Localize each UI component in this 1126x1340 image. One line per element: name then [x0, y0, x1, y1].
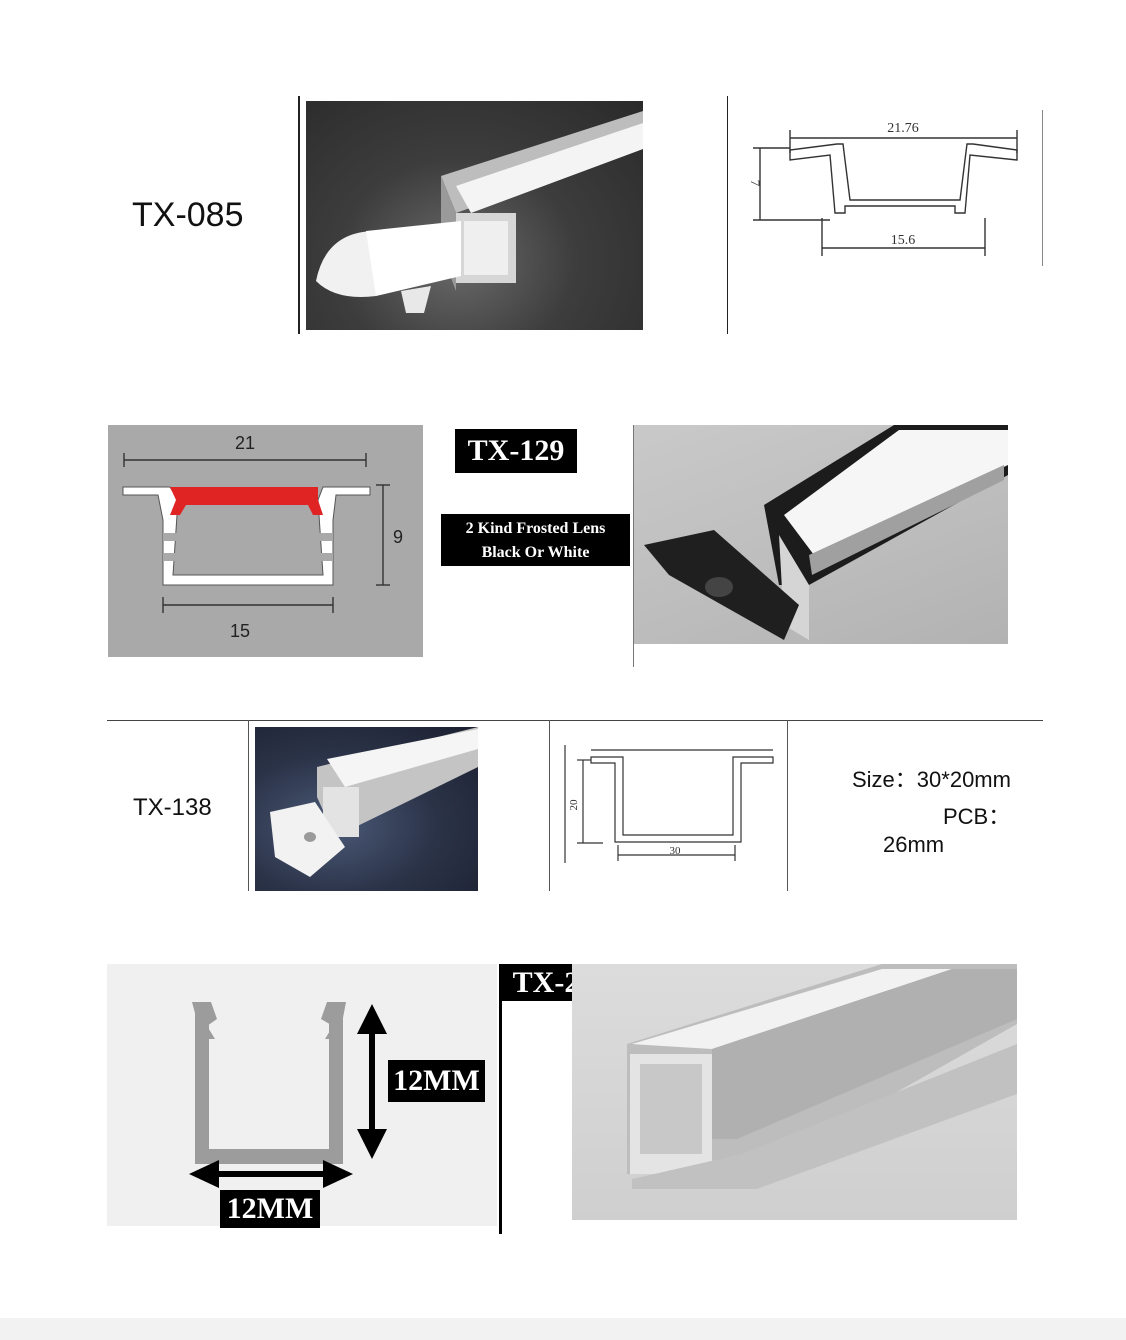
dim-width-top: 21 [235, 433, 255, 453]
dim-height: 20 [568, 799, 580, 811]
dim-height: 7 [748, 180, 763, 187]
lens-note-line-2: Black Or White [481, 544, 590, 561]
row-top-border [107, 720, 1043, 721]
spec-size: Size：30*20mm [852, 767, 1011, 792]
divider [633, 425, 634, 667]
page-footer-band [0, 1318, 1126, 1340]
product-photo-tx238 [572, 964, 1017, 1220]
dim-width-top: 21.76 [887, 121, 919, 136]
lens-note-line-1: 2 Kind Frosted Lens [465, 520, 606, 537]
drawing-tx129: 21 15 9 [108, 425, 423, 657]
divider [298, 96, 300, 334]
divider [549, 720, 550, 891]
drawing-tx085: 21.76 15.6 7 [748, 121, 1018, 256]
spec-pcb-value: 26mm [883, 832, 945, 857]
divider [1042, 110, 1043, 266]
dim-height: 9 [393, 527, 403, 547]
model-label-tx129: TX-129 [455, 429, 577, 473]
product-photo-tx138 [255, 727, 478, 891]
dim-height-label: 12MM [388, 1060, 485, 1102]
dim-width-bottom: 15.6 [891, 233, 916, 248]
divider [248, 720, 249, 891]
spec-pcb-label: PCB： [943, 804, 1011, 829]
divider [499, 964, 502, 1234]
product-photo-tx129 [634, 425, 1008, 644]
dim-width-bottom: 30 [670, 845, 682, 857]
model-label-tx138: TX-138 [133, 794, 212, 821]
model-label-tx085: TX-085 [132, 196, 244, 234]
divider [727, 96, 728, 334]
profile-render [316, 111, 643, 313]
dim-width-bottom: 15 [230, 621, 250, 641]
lens-note: 2 Kind Frosted Lens Black Or White [441, 514, 630, 566]
dim-width-label: 12MM [220, 1190, 320, 1228]
divider [787, 720, 788, 891]
product-photo-tx085 [306, 101, 643, 330]
drawing-tx138: 30 20 [564, 745, 774, 863]
